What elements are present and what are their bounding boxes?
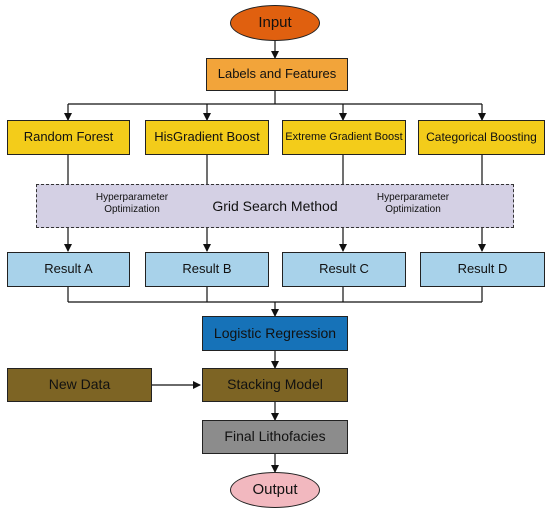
grid-search-band <box>36 184 514 228</box>
model-random-forest: Random Forest <box>7 120 130 155</box>
grid-search-title: Grid Search Method <box>212 198 338 214</box>
model-hisgradient-boost: HisGradient Boost <box>145 120 269 155</box>
input-node: Input <box>230 5 320 41</box>
result-a: Result A <box>7 252 130 287</box>
stacking-model-node: Stacking Model <box>202 368 348 402</box>
grid-search-right-note: Hyperparameter Optimization <box>376 192 450 215</box>
result-c: Result C <box>282 252 406 287</box>
model-categorical-boosting: Categorical Boosting <box>418 120 545 155</box>
result-b: Result B <box>145 252 269 287</box>
grid-search-left-note: Hyperparameter Optimization <box>95 192 169 215</box>
model-extreme-gradient-boost: Extreme Gradient Boost <box>282 120 406 155</box>
result-d: Result D <box>420 252 545 287</box>
labels-features-node: Labels and Features <box>206 58 348 91</box>
output-node: Output <box>230 472 320 508</box>
logistic-regression-node: Logistic Regression <box>202 316 348 351</box>
new-data-node: New Data <box>7 368 152 402</box>
final-lithofacies-node: Final Lithofacies <box>202 420 348 454</box>
